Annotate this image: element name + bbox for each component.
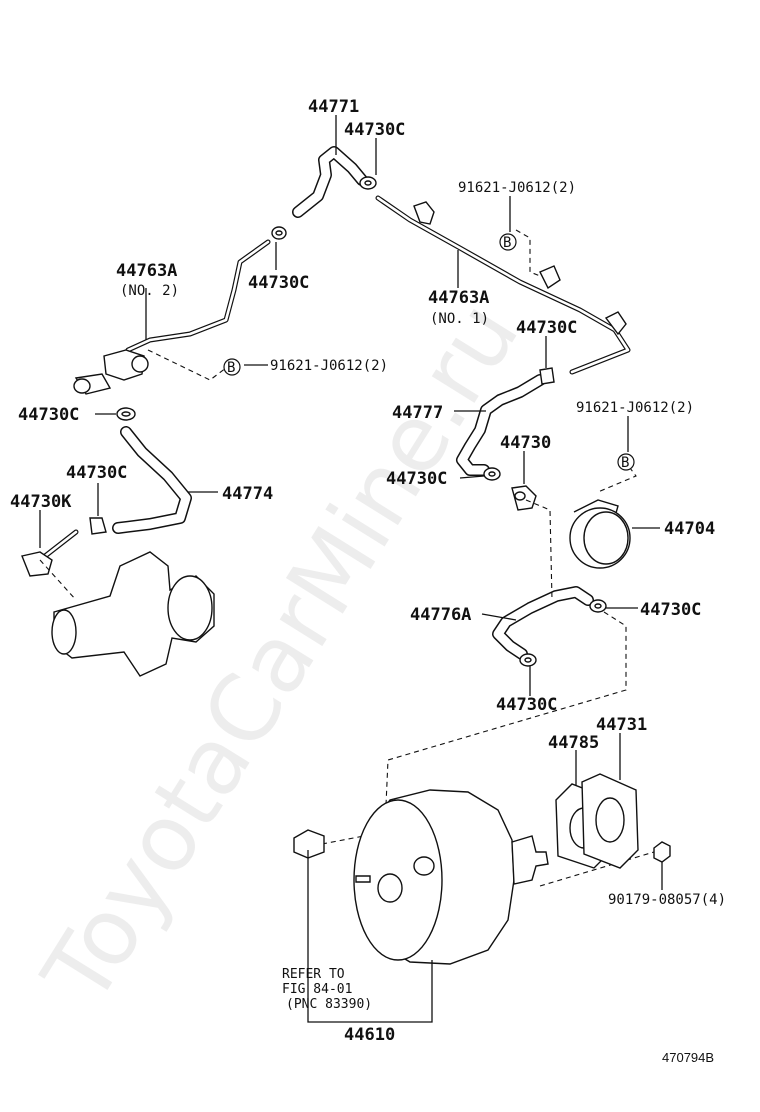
label-91621-mid: 91621-J0612(2) <box>270 358 388 374</box>
label-44785: 44785 <box>548 733 599 753</box>
clamp-44730c-left <box>116 407 136 421</box>
label-44730c-c: 44730C <box>18 405 79 425</box>
brake-booster-44610 <box>353 789 549 965</box>
b-marker-right: B <box>617 453 635 471</box>
nut-90179-08057 <box>653 841 671 863</box>
hose-44774 <box>112 426 192 534</box>
label-44730k: 44730K <box>10 492 72 512</box>
label-44777: 44777 <box>392 403 443 423</box>
spacer-44731 <box>581 773 639 869</box>
label-44771: 44771 <box>308 97 359 117</box>
hose-44771 <box>292 146 368 218</box>
ref-line-1: REFER TO <box>282 967 345 982</box>
label-no1: (NO. 1) <box>430 311 489 327</box>
label-44763a-no2: 44763A <box>116 261 177 281</box>
b-marker-mid: B <box>223 358 241 376</box>
label-44730c-f: 44730C <box>640 600 701 620</box>
label-44610: 44610 <box>344 1025 395 1045</box>
label-44704: 44704 <box>664 519 715 539</box>
label-44774: 44774 <box>222 484 273 504</box>
engine-intake-part <box>39 551 215 677</box>
pipe-44763a-no1 <box>375 195 631 375</box>
svg-text:B: B <box>503 235 511 251</box>
leader-lines <box>39 115 663 1023</box>
pipe-44763a-no2 <box>73 239 271 395</box>
fitting-44730k <box>21 529 79 577</box>
clamp-44730c-bottom <box>519 653 537 667</box>
label-44731: 44731 <box>596 715 647 735</box>
label-44730c-e: 44730C <box>66 463 127 483</box>
diagram-id: 470794B <box>662 1050 714 1065</box>
label-44763a-no1: 44763A <box>428 288 489 308</box>
hose-44777 <box>456 374 546 476</box>
hose-44776a <box>492 586 594 660</box>
b-marker-top: B <box>499 233 517 251</box>
label-44730c-d: 44730C <box>386 469 447 489</box>
svg-text:B: B <box>227 360 235 376</box>
label-44730c-g: 44730C <box>496 695 557 715</box>
label-91621-top: 91621-J0612(2) <box>458 180 576 196</box>
label-44730c-b: 44730C <box>516 318 577 338</box>
vacuum-tank-44704 <box>569 499 631 569</box>
label-90179: 90179-08057(4) <box>608 892 726 908</box>
label-44730: 44730 <box>500 433 551 453</box>
clamp-44730c-middle <box>539 367 555 385</box>
label-44776a: 44776A <box>410 605 471 625</box>
svg-text:B: B <box>621 455 629 471</box>
label-44730c-top: 44730C <box>344 120 405 140</box>
clamp-44730c-upper-right-hose <box>589 599 607 613</box>
clamp-44730c-lower-left <box>89 517 107 535</box>
clamp-44730c-right-lower <box>483 467 501 481</box>
label-91621-right: 91621-J0612(2) <box>576 400 694 416</box>
clamp-44730c-top <box>359 176 377 190</box>
booster-hose-connector <box>293 829 325 859</box>
label-44730c-a: 44730C <box>248 273 309 293</box>
label-no2: (NO. 2) <box>120 283 179 299</box>
ref-line-3: (PNC 83390) <box>286 997 372 1012</box>
check-valve-44730 <box>511 485 537 511</box>
clamp-44730c-upper-left <box>271 226 287 240</box>
ref-line-2: FIG 84-01 <box>282 982 352 997</box>
